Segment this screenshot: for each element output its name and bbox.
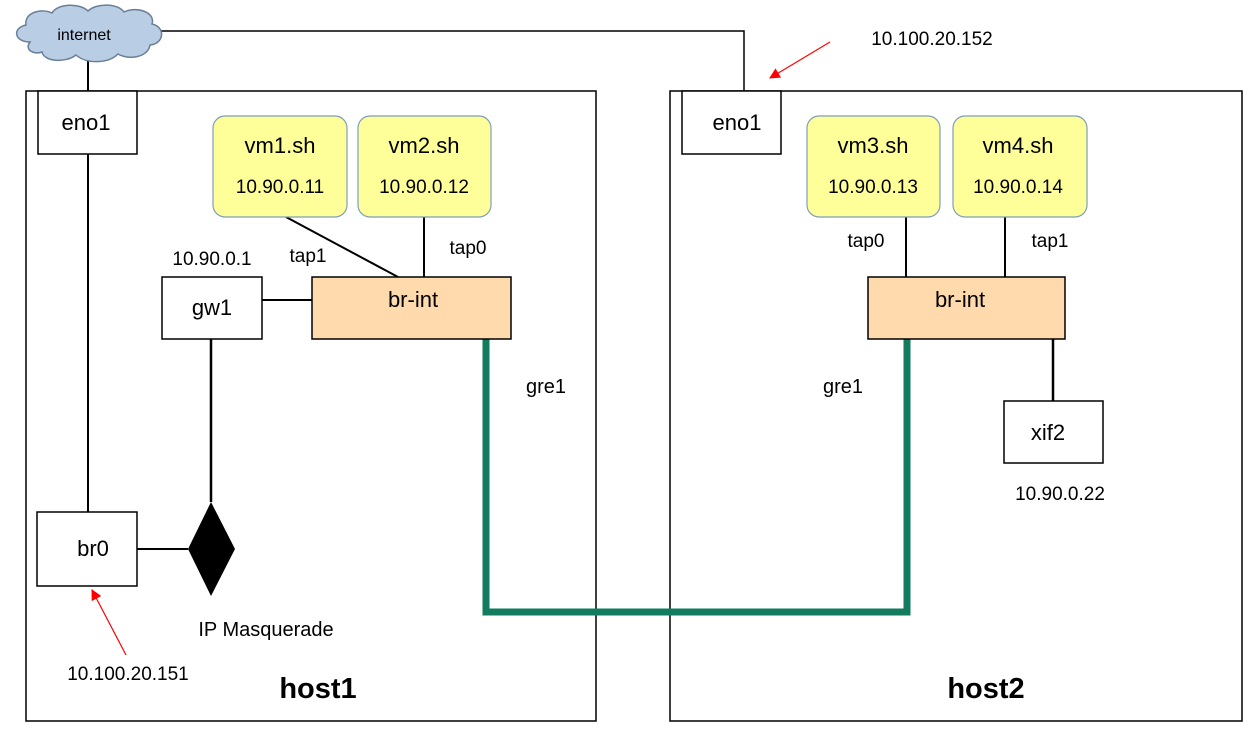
internet-label: internet xyxy=(57,27,111,44)
eno1-address-arrow xyxy=(769,41,831,79)
host2-br-int-label: br-int xyxy=(935,287,985,312)
xif2-address: 10.90.0.22 xyxy=(1015,484,1105,505)
host1-eno1-box xyxy=(37,90,138,155)
br0-address: 10.100.20.151 xyxy=(67,664,189,685)
vm1-tap-label: tap1 xyxy=(290,246,327,267)
host1-gw1-box xyxy=(161,276,263,340)
vm1-name: vm1.sh xyxy=(245,133,316,158)
host1-vm2[interactable]: vm2.sh 10.90.0.12 xyxy=(357,115,492,218)
vm3-tap-label: tap0 xyxy=(848,231,885,252)
host2-vm3[interactable]: vm3.sh 10.90.0.13 xyxy=(806,115,941,218)
host1-br0-box xyxy=(36,511,138,587)
host2-eno1-label: eno1 xyxy=(713,110,762,135)
host2-xif2[interactable]: xif2 xyxy=(1003,400,1104,464)
host2-br-int[interactable]: br-int xyxy=(867,276,1066,340)
host2-gre-label: gre1 xyxy=(823,376,863,398)
host1-title: host1 xyxy=(279,673,356,705)
host1-eno1[interactable]: eno1 xyxy=(37,90,138,155)
vm2-tap-label: tap0 xyxy=(450,238,487,259)
host1-br-int-box xyxy=(311,276,512,340)
gre-tunnel xyxy=(482,339,911,616)
host1-eno1-label: eno1 xyxy=(62,110,111,135)
xif2-box xyxy=(1003,400,1104,464)
vm1-ip: 10.90.0.11 xyxy=(236,177,324,198)
cloud-icon xyxy=(16,4,163,63)
vm4-name: vm4.sh xyxy=(983,133,1054,158)
vm1-box xyxy=(212,115,348,218)
vm1-tap-link xyxy=(285,216,399,278)
vm3-ip: 10.90.0.13 xyxy=(828,177,918,198)
host1-br-int[interactable]: br-int xyxy=(311,276,512,340)
connections xyxy=(87,30,1055,550)
host1-br0-label: br0 xyxy=(77,536,109,561)
xif2-label: xif2 xyxy=(1031,420,1065,445)
vm3-name: vm3.sh xyxy=(838,133,909,158)
host2-eno1[interactable]: eno1 xyxy=(681,90,782,155)
vm3-box xyxy=(806,115,941,218)
diamond-icon xyxy=(188,502,235,596)
host2-eno1-box xyxy=(681,90,782,155)
vm2-box xyxy=(357,115,492,218)
host1-vm1[interactable]: vm1.sh 10.90.0.11 xyxy=(212,115,348,218)
internet-host2-link xyxy=(160,30,745,91)
host1-br-int-label: br-int xyxy=(388,287,438,312)
host2-title: host2 xyxy=(947,673,1024,705)
host2-vm4[interactable]: vm4.sh 10.90.0.14 xyxy=(952,115,1088,218)
vm2-ip: 10.90.0.12 xyxy=(379,177,469,198)
host1-gw1-label: gw1 xyxy=(192,295,232,320)
host2-eno1-address: 10.100.20.152 xyxy=(871,29,993,50)
br0-address-arrow xyxy=(91,589,127,656)
host1-gw1-address: 10.90.0.1 xyxy=(172,249,251,270)
host1-gre-label: gre1 xyxy=(526,376,566,398)
masquerade-label: IP Masquerade xyxy=(198,619,333,641)
host1-br0[interactable]: br0 xyxy=(36,511,138,587)
internet-cloud: internet xyxy=(16,4,163,63)
vm4-tap-label: tap1 xyxy=(1032,231,1069,252)
vm2-name: vm2.sh xyxy=(389,133,460,158)
vm4-ip: 10.90.0.14 xyxy=(973,177,1063,198)
vm4-box xyxy=(952,115,1088,218)
host1-gw1[interactable]: gw1 xyxy=(161,276,263,340)
host2-br-int-box xyxy=(867,276,1066,340)
